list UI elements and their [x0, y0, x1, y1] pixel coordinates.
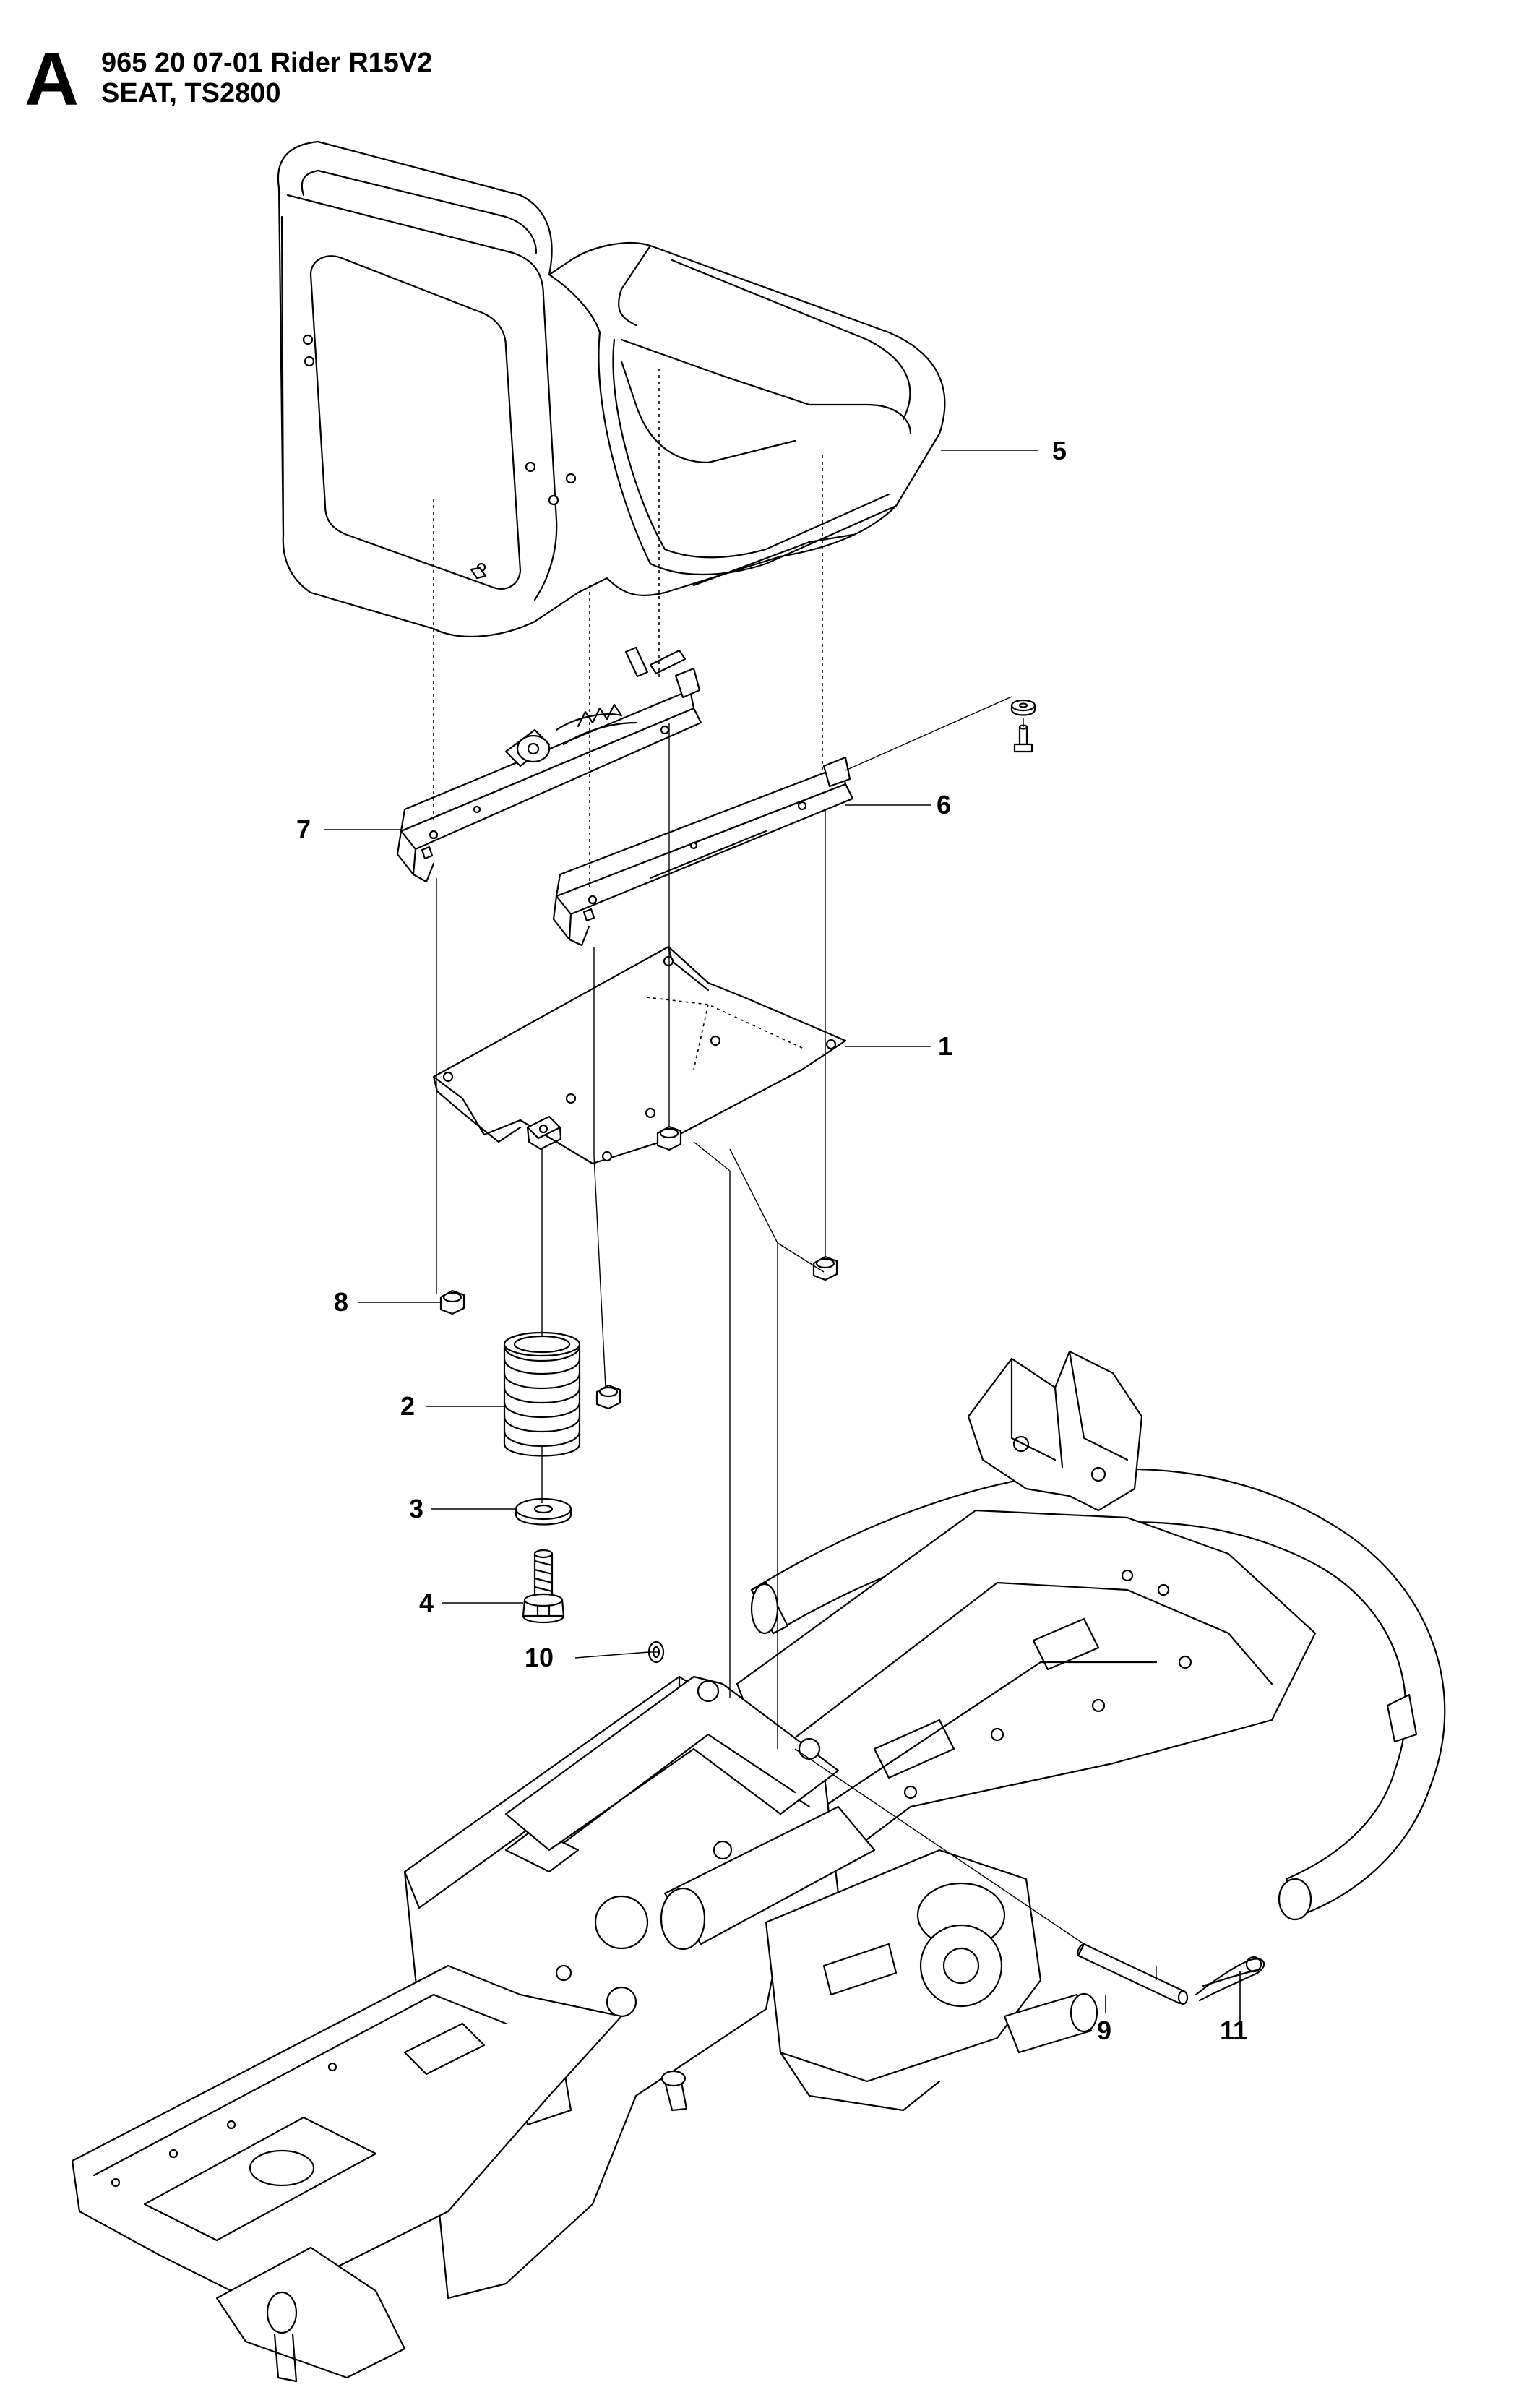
bolt-icon: [522, 1549, 565, 1623]
nut-icon: [439, 1125, 838, 1410]
callout-9: 9: [1097, 2016, 1111, 2045]
callout-5: 5: [1052, 436, 1067, 465]
callout-11: 11: [1220, 2016, 1247, 2045]
callout-2: 2: [400, 1391, 415, 1421]
callout-labels: 5 7 6 1 8 2 3 4 10 9 11: [296, 436, 1247, 2045]
callout-1: 1: [938, 1031, 952, 1061]
seat-slide-rail-left-icon: [396, 646, 702, 883]
small-bolt-icon: [1010, 699, 1036, 753]
assembly-title: SEAT, TS2800: [101, 78, 281, 108]
section-letter: A: [25, 38, 79, 121]
callout-3: 3: [409, 1494, 423, 1523]
callout-7: 7: [296, 814, 311, 844]
hair-pin-clip-icon: [1195, 1956, 1265, 2002]
seat-icon: [277, 140, 946, 638]
alignment-lines: [433, 369, 1157, 1980]
callout-10: 10: [525, 1643, 554, 1672]
washer-icon: [515, 1497, 572, 1526]
callout-6: 6: [937, 790, 951, 820]
pivot-pin-icon: [1077, 1943, 1189, 2005]
leader-lines: [324, 450, 1241, 2024]
mounting-plate-icon: [432, 945, 847, 1165]
spring-icon: [503, 1331, 581, 1457]
callout-8: 8: [334, 1287, 348, 1317]
seat-slide-rail-right-icon: [552, 756, 854, 947]
frame-icon: [71, 1350, 1446, 2383]
model-title: 965 20 07-01 Rider R15V2: [101, 48, 433, 78]
callout-4: 4: [419, 1588, 434, 1617]
